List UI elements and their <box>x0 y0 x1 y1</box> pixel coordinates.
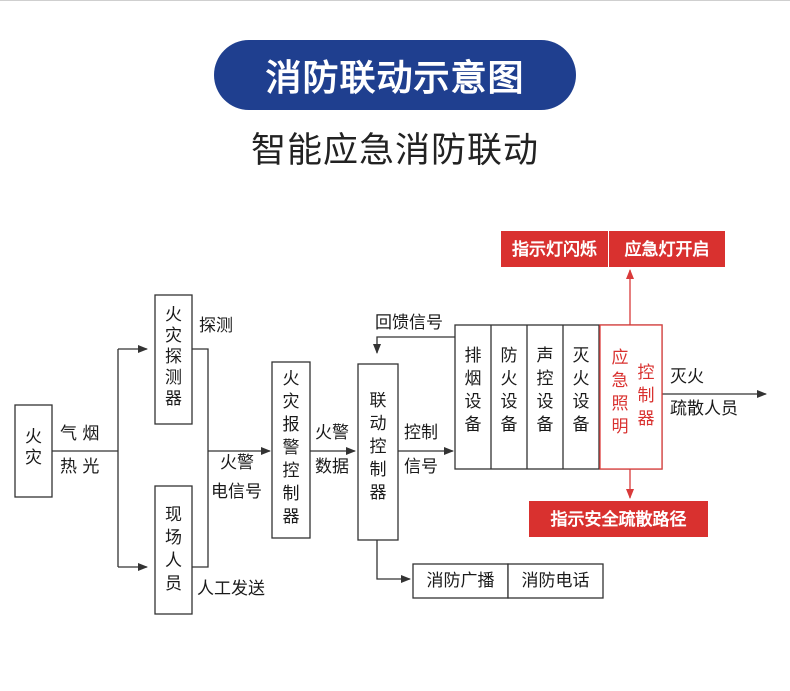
emergency-on-box <box>609 231 725 267</box>
label-feedback: 回馈信号 <box>375 313 443 333</box>
label-heat-light: 热 光 <box>60 457 99 477</box>
phone-box <box>507 563 604 599</box>
node-linkage-controller-box <box>357 363 399 541</box>
node-alarm-controller-box <box>271 361 311 539</box>
node-light-controller: 控制器 <box>638 363 655 429</box>
indicator-flash-box <box>501 231 608 267</box>
node-detector: 火灾探测器 <box>165 305 182 409</box>
node-emergency-light: 应急照明 <box>612 348 629 437</box>
node-evac-path: 指示安全疏散路径 <box>551 509 687 530</box>
page-subtitle: 智能应急消防联动 <box>250 131 539 171</box>
node-fire-door: 防火设备 <box>501 346 518 435</box>
connector-merge <box>192 348 209 568</box>
label-manual: 人工发送 <box>197 579 265 599</box>
node-broadcast: 消防广播 <box>427 571 495 591</box>
label-signal: 信号 <box>404 457 438 477</box>
node-phone: 消防电话 <box>522 571 590 591</box>
node-linkage-controller: 联动控制器 <box>370 391 387 503</box>
label-extinguish: 灭火 <box>670 367 704 387</box>
connector-lines <box>52 269 767 583</box>
label-data: 数据 <box>315 457 349 477</box>
node-staff-box <box>154 485 193 615</box>
node-detector-box <box>154 294 193 425</box>
node-alarm-controller: 火灾报警控制器 <box>283 369 300 527</box>
emergency-light-box <box>599 324 663 470</box>
node-sound-control: 声控设备 <box>537 346 554 435</box>
label-control: 控制 <box>404 423 438 443</box>
node-fire-box <box>14 404 53 498</box>
node-staff: 现场人员 <box>165 505 182 594</box>
label-evacuate: 疏散人员 <box>670 399 738 419</box>
node-smoke-exhaust: 排烟设备 <box>465 346 482 435</box>
label-gas-smoke: 气 烟 <box>60 424 99 444</box>
node-boxes <box>14 231 725 615</box>
label-electric-signal: 电信号 <box>211 482 262 502</box>
label-fire-alarm-2: 火警 <box>315 423 349 443</box>
node-texts: 火灾 火灾探测器 现场人员 火灾报警控制器 联动控制器 排烟设备 防火设备 声控… <box>25 305 655 594</box>
label-detect: 探测 <box>199 316 233 336</box>
top-divider <box>0 0 790 1</box>
node-fire: 火灾 <box>25 427 42 468</box>
arrow-feedback <box>373 336 455 354</box>
evac-path-box <box>529 501 708 537</box>
page-title: 消防联动示意图 <box>214 40 576 110</box>
arrow-to-broadcast <box>376 540 411 583</box>
node-extinguish: 灭火设备 <box>573 346 590 435</box>
node-emergency-on: 应急灯开启 <box>625 239 710 260</box>
label-fire-alarm-1: 火警 <box>220 453 254 473</box>
node-indicator-flash: 指示灯闪烁 <box>512 239 597 260</box>
